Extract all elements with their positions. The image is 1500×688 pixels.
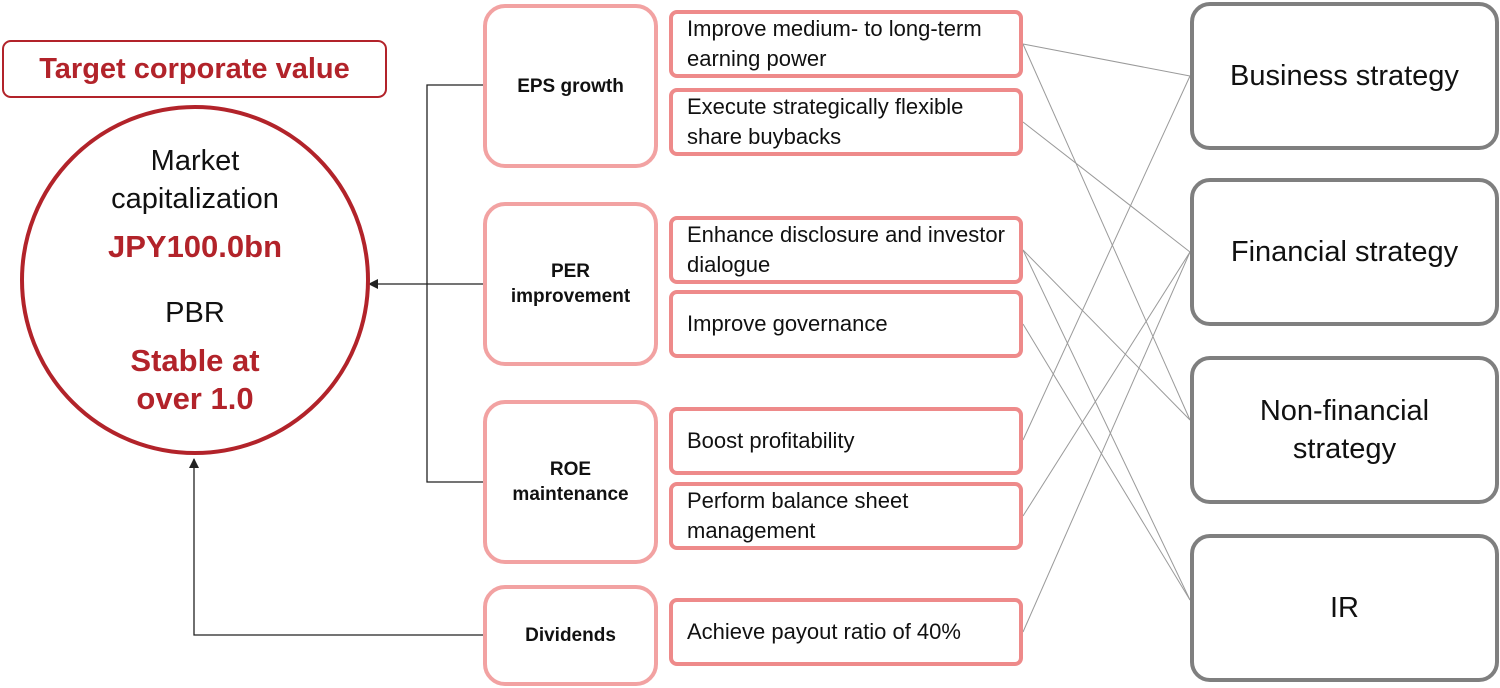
- action-strategy-mapping-lines: [1022, 43, 1191, 633]
- driver-label: Dividends: [525, 625, 616, 646]
- action-label: Enhance disclosure and investor dialogue: [687, 222, 1005, 277]
- dividends-to-circle-arrow: [189, 458, 483, 636]
- mapping-line: [1022, 323, 1191, 601]
- driver-eps-growth: EPS growth: [483, 4, 658, 168]
- market-cap-value: JPY100.0bn: [107, 229, 283, 264]
- action-label: Boost profitability: [687, 428, 855, 453]
- market-cap-label: Market capitalization: [111, 145, 279, 215]
- strategy-ir: IR: [1190, 534, 1499, 682]
- pbr-value: Stable at over 1.0: [130, 343, 260, 416]
- action-label: Improve medium- to long-term earning pow…: [687, 16, 982, 71]
- mapping-line: [1022, 75, 1191, 441]
- driver-label: PER improvement: [510, 261, 631, 307]
- strategy-label: Financial strategy: [1230, 236, 1459, 268]
- pbr-label: PBR: [165, 297, 225, 329]
- mapping-line: [1022, 43, 1191, 421]
- strategy-non-financial: Non-financial strategy: [1190, 356, 1499, 504]
- strategy-business: Business strategy: [1190, 2, 1499, 150]
- mapping-line: [1022, 43, 1191, 77]
- strategy-financial: Financial strategy: [1190, 178, 1499, 326]
- target-badge-label: Target corporate value: [39, 52, 350, 85]
- mapping-line: [1022, 251, 1191, 633]
- action-share-buybacks: Execute strategically flexible share buy…: [669, 88, 1023, 156]
- mapping-line: [1022, 121, 1191, 253]
- driver-label: EPS growth: [517, 75, 624, 97]
- action-payout-ratio: Achieve payout ratio of 40%: [669, 598, 1023, 666]
- mapping-line: [1022, 249, 1191, 601]
- action-label: Perform balance sheet management: [687, 488, 909, 543]
- target-corporate-value-badge: Target corporate value: [2, 40, 387, 98]
- action-earning-power: Improve medium- to long-term earning pow…: [669, 10, 1023, 78]
- driver-per-improvement: PER improvement: [483, 202, 658, 366]
- action-label: Improve governance: [687, 311, 888, 336]
- action-boost-profitability: Boost profitability: [669, 407, 1023, 475]
- action-label: Execute strategically flexible share buy…: [687, 94, 964, 149]
- driver-roe-maintenance: ROE maintenance: [483, 400, 658, 564]
- action-governance: Improve governance: [669, 290, 1023, 358]
- target-value-circle: Market capitalization JPY100.0bn PBR Sta…: [20, 105, 370, 455]
- driver-label: ROE maintenance: [512, 459, 629, 505]
- mapping-line: [1022, 249, 1191, 421]
- action-balance-sheet: Perform balance sheet management: [669, 482, 1023, 550]
- strategy-label: Non-financial strategy: [1259, 395, 1430, 465]
- strategy-label: IR: [1330, 592, 1359, 624]
- action-label: Achieve payout ratio of 40%: [687, 619, 961, 644]
- mapping-line: [1022, 251, 1191, 517]
- action-disclosure-dialogue: Enhance disclosure and investor dialogue: [669, 216, 1023, 284]
- strategy-label: Business strategy: [1230, 60, 1459, 92]
- driver-dividends: Dividends: [483, 585, 658, 686]
